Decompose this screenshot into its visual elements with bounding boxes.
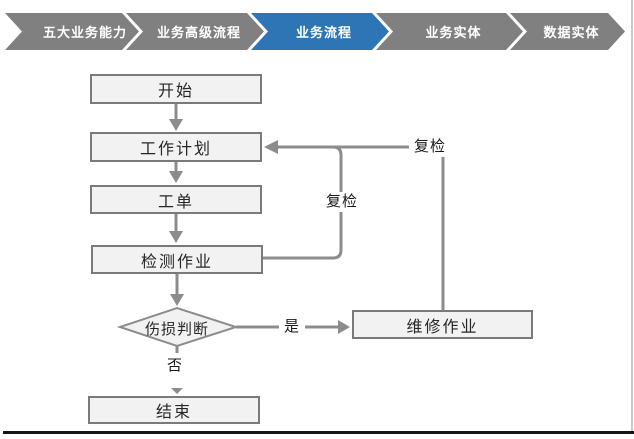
decision-diamond-shape — [116, 306, 240, 348]
node-repair: 维修作业 — [352, 310, 533, 339]
arrowhead-recheck-into-plan — [264, 140, 278, 154]
nav-tab-data-entity[interactable]: 数据实体 — [510, 13, 625, 50]
node-inspection: 检测作业 — [91, 245, 263, 274]
nav-tab-high-level-process[interactable]: 业务高级流程 — [126, 13, 264, 50]
edge-label-recheck-inner: 复检 — [321, 192, 364, 212]
node-damage-decision-label: 伤损判断 — [144, 321, 209, 338]
edge-recheck-outer-loop — [278, 145, 445, 310]
node-start: 开始 — [90, 74, 262, 104]
arrowhead-end — [171, 388, 183, 394]
arrowhead-decision — [170, 294, 184, 306]
edge-label-yes: 是 — [279, 317, 306, 337]
arrowhead-repair — [338, 320, 350, 334]
nav-tab-business-capabilities[interactable]: 五大业务能力 — [23, 13, 139, 50]
node-work-order: 工单 — [90, 185, 262, 214]
nav-tab-business-entity[interactable]: 业务实体 — [376, 13, 523, 50]
node-work-plan: 工作计划 — [90, 132, 262, 162]
node-end: 结束 — [88, 396, 260, 424]
arrowhead-plan — [169, 119, 183, 131]
right-border-rule — [631, 0, 633, 433]
bottom-border-rule — [3, 431, 634, 434]
nav-tab-business-process-active[interactable]: 业务流程 — [251, 13, 389, 50]
edge-label-no: 否 — [162, 356, 189, 376]
arrowhead-inspection — [169, 231, 183, 243]
edge-label-recheck-outer: 复检 — [409, 137, 452, 157]
arrowhead-order — [169, 171, 183, 183]
